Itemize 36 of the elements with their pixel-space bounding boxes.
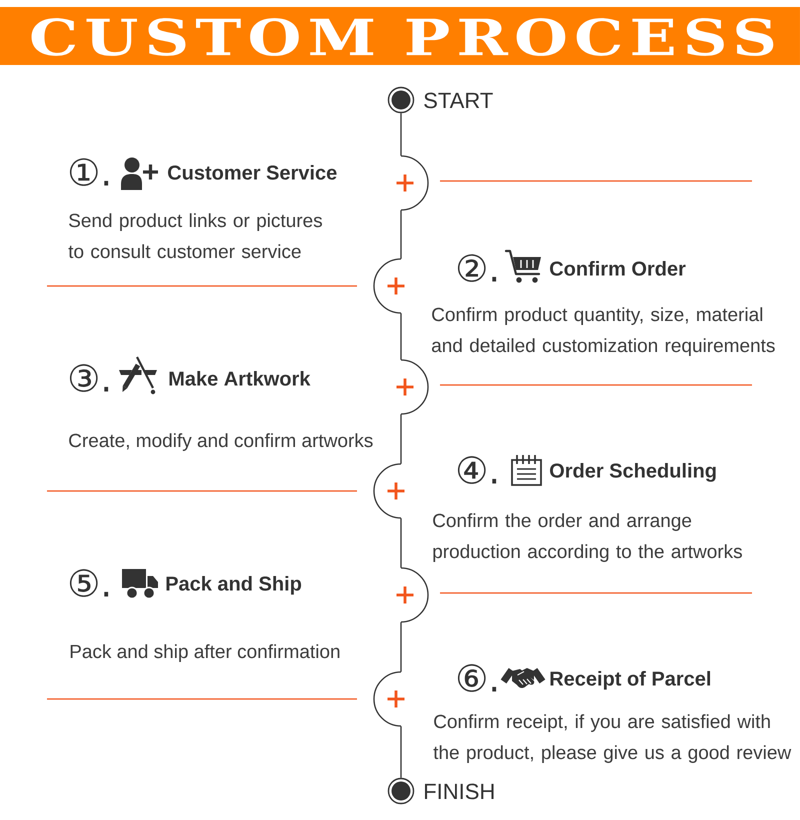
timeline-label: START	[424, 92, 493, 108]
step-description: Confirm receipt, if you are satisfied with the product, please give us a good review	[433, 714, 792, 763]
timeline-line	[400, 313, 402, 360]
step-description: Send product links or pictures to consult customer service	[68, 213, 322, 258]
step-number: ⑥.	[458, 664, 496, 692]
timeline-bump	[373, 463, 402, 519]
timeline-line	[400, 726, 402, 778]
timeline-label: FINISH	[425, 784, 494, 800]
step-number: ④.	[458, 456, 496, 484]
timeline-line	[400, 210, 402, 259]
step-description: Create, modify and confirm artworks	[69, 433, 373, 451]
timeline-line	[400, 113, 402, 156]
timeline-line	[400, 414, 402, 464]
step-number: ②.	[458, 254, 496, 282]
step-heading: Receipt of Parcel	[550, 671, 710, 690]
timeline-bump	[400, 155, 429, 211]
step-heading: Customer Service	[168, 165, 337, 180]
timeline-bump	[400, 359, 429, 415]
timeline-line	[400, 518, 402, 568]
step-description: Confirm product quantity, size, material and detailed customization requirements	[432, 307, 775, 356]
step-heading: Make Artkwork	[170, 371, 310, 386]
step-number: ⑤.	[70, 569, 108, 597]
timeline-bump	[373, 671, 402, 727]
step-description: Confirm the order and arrange production according to the artworks	[433, 513, 742, 562]
timeline-bump	[400, 567, 429, 623]
step-description: Pack and ship after confirmation	[70, 644, 340, 662]
timeline-dot	[388, 86, 414, 114]
timeline-line	[400, 622, 402, 672]
step-heading: Confirm Order	[550, 261, 686, 276]
step-number: ③.	[70, 364, 108, 392]
step-heading: Order Scheduling	[550, 463, 716, 482]
timeline-bump	[373, 258, 402, 314]
step-number: ①.	[70, 158, 108, 186]
step-heading: Pack and Ship	[166, 576, 302, 595]
timeline-dot	[388, 778, 414, 804]
title-banner: CUSTOM PROCESS	[0, 7, 800, 65]
